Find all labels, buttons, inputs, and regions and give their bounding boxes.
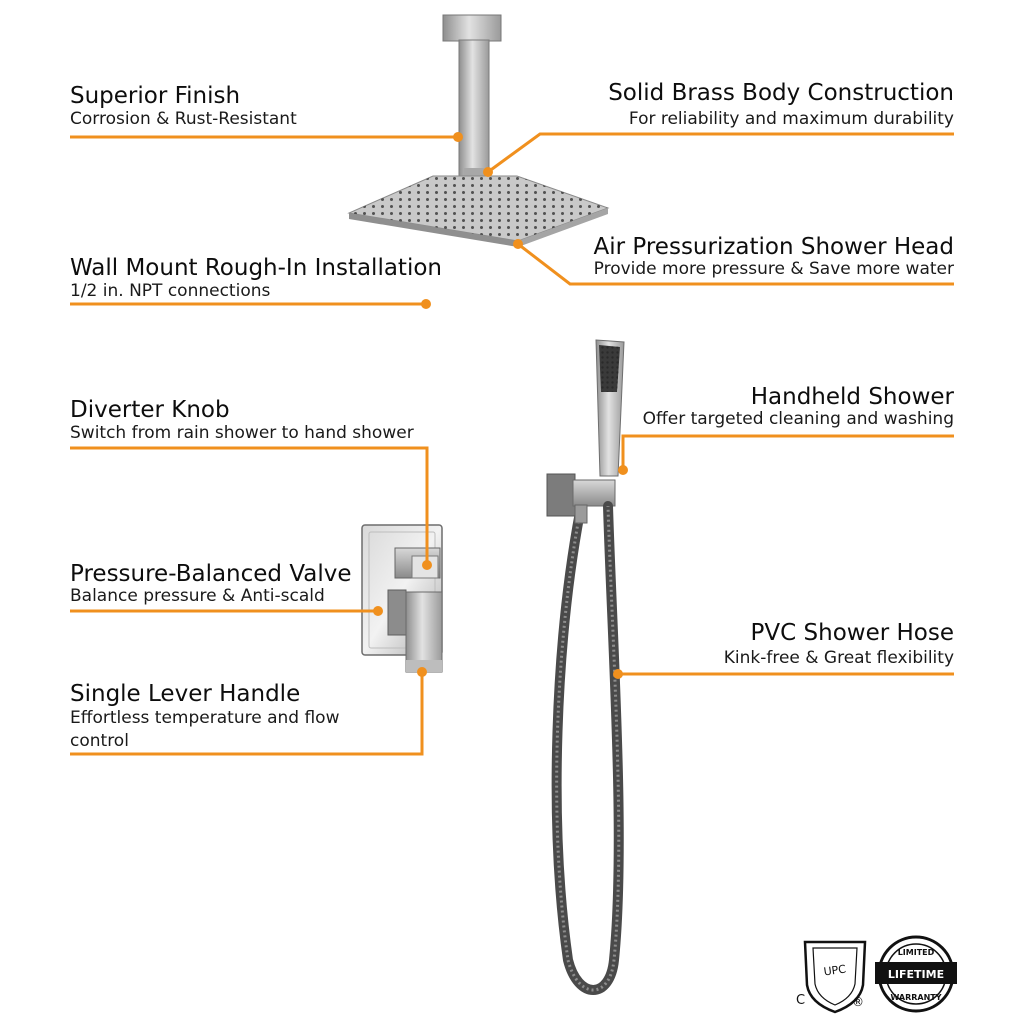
warranty-top-text: LIMITED <box>898 948 935 957</box>
diverter-knob-part <box>394 547 441 579</box>
feature-subtitle-line1: Effortless temperature and flow <box>70 708 340 728</box>
leader-air-pressurization <box>517 242 954 286</box>
warranty-middle-text: LIFETIME <box>888 968 944 981</box>
shower-hose-part <box>551 501 624 995</box>
leader-diverter-knob <box>70 446 429 565</box>
upc-c-mark: C <box>796 993 805 1008</box>
feature-subtitle: For reliability and maximum durability <box>628 109 954 129</box>
feature-title: Single Lever Handle <box>70 681 301 707</box>
feature-title: Diverter Knob <box>70 397 230 423</box>
warranty-bottom-text: WARRANTY <box>890 993 941 1002</box>
feature-subtitle-line2: control <box>70 731 129 751</box>
feature-title: Pressure-Balanced Valve <box>70 561 352 587</box>
feature-subtitle: Corrosion & Rust-Resistant <box>70 109 297 129</box>
feature-subtitle: Offer targeted cleaning and washing <box>642 409 954 429</box>
feature-subtitle: Provide more pressure & Save more water <box>593 259 954 279</box>
feature-title: Solid Brass Body Construction <box>608 80 954 106</box>
lever-handle-part <box>387 589 443 673</box>
feature-title: Handheld Shower <box>750 384 954 410</box>
feature-title: Superior Finish <box>70 83 241 109</box>
leader-solid-brass <box>487 132 954 174</box>
feature-title: Air Pressurization Shower Head <box>593 234 955 260</box>
feature-subtitle: 1/2 in. NPT connections <box>70 281 271 301</box>
upc-badge-text: UPC <box>823 962 847 978</box>
leader-handheld-shower <box>621 434 954 470</box>
feature-subtitle: Balance pressure & Anti-scald <box>70 586 325 606</box>
lifetime-warranty-badge: LIMITED LIFETIME WARRANTY <box>875 935 957 1013</box>
leader-single-lever <box>70 672 424 756</box>
feature-subtitle: Switch from rain shower to hand shower <box>70 423 414 443</box>
feature-title: PVC Shower Hose <box>750 620 954 646</box>
feature-subtitle: Kink-free & Great flexibility <box>723 648 954 668</box>
feature-title: Wall Mount Rough-In Installation <box>70 255 442 281</box>
ceiling-shower-arm <box>442 14 502 178</box>
leader-lines <box>70 132 954 756</box>
handheld-shower-part <box>595 339 625 477</box>
leader-dots <box>373 132 628 679</box>
rain-shower-head <box>347 175 610 247</box>
upc-certification-badge: UPC C ® <box>796 940 867 1014</box>
upc-registered-mark: ® <box>852 995 864 1009</box>
